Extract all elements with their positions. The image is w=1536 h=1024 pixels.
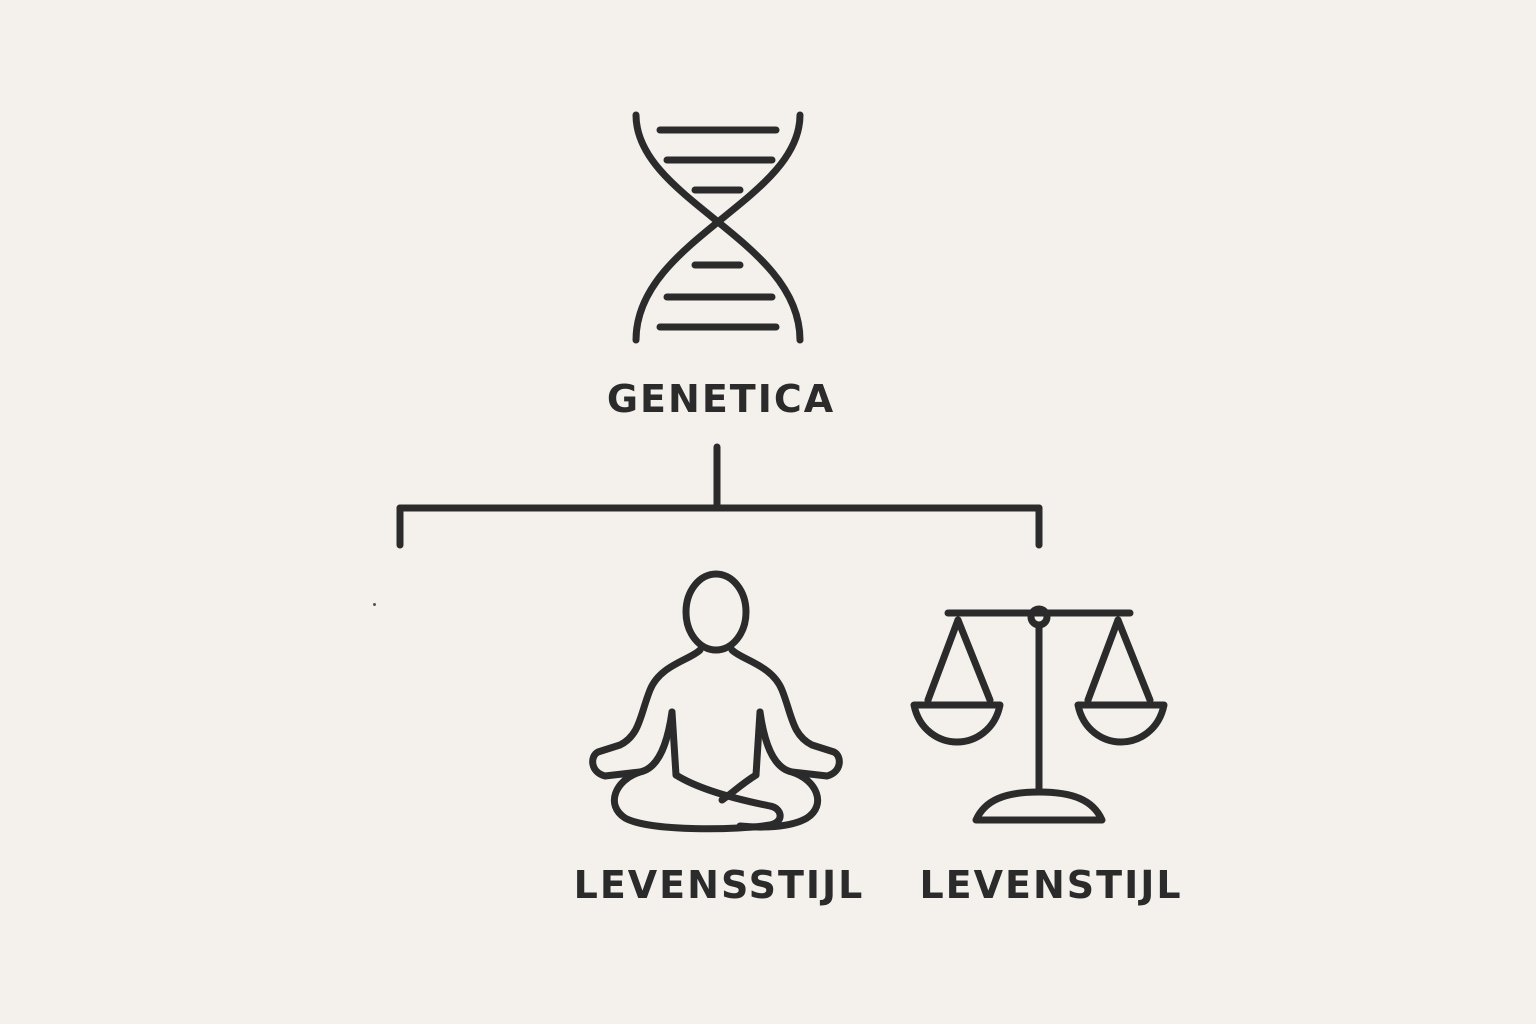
- balance-scale-icon: [910, 605, 1168, 824]
- child-label-balance: LEVENSTIJL: [919, 863, 1183, 907]
- connector-lines: [396, 443, 1043, 549]
- meditation-person-icon: [589, 570, 843, 833]
- dna-icon: [632, 111, 804, 344]
- root-label: GENETICA: [606, 377, 836, 421]
- child-label-lifestyle: LEVENSSTIJL: [573, 863, 865, 907]
- paper-speck: [373, 603, 376, 606]
